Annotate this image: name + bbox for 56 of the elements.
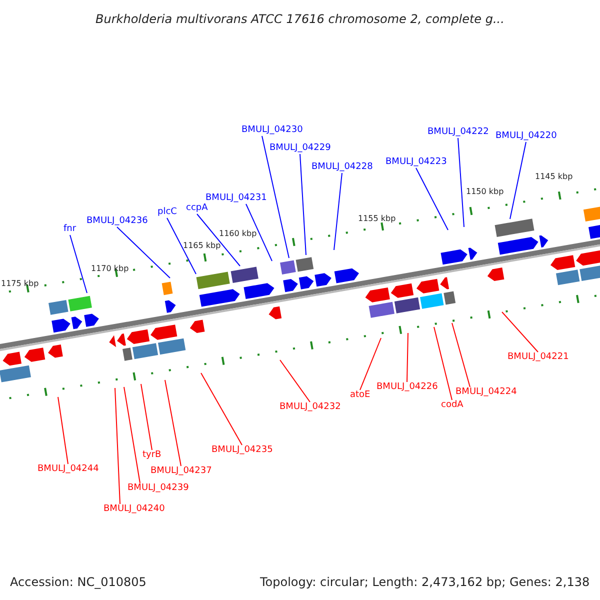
- gene-label: atoE: [350, 390, 370, 401]
- leader-line: [502, 312, 538, 352]
- gene-label: BMULJ_04231: [206, 193, 267, 204]
- axis-label: 1145 kbp: [535, 171, 573, 182]
- leader-line: [200, 372, 242, 446]
- axis-label: 1150 kbp: [466, 186, 504, 197]
- leader-line: [114, 388, 120, 504]
- leader-line: [280, 360, 310, 402]
- leader-line: [164, 380, 182, 466]
- leader-line: [458, 138, 464, 228]
- gene-label: BMULJ_04221: [508, 352, 569, 363]
- gene-label: BMULJ_04230: [242, 125, 303, 136]
- leader-line: [196, 214, 240, 266]
- axis-label: 1165 kbp: [183, 240, 221, 251]
- gene-label: fnr: [64, 224, 76, 235]
- leader-line: [166, 218, 196, 274]
- accession-text: Accession: NC_010805: [10, 575, 146, 589]
- gene-label: plcC: [158, 207, 177, 218]
- leader-line: [262, 136, 290, 258]
- leader-line: [334, 172, 342, 250]
- leader-line: [300, 154, 306, 256]
- gene-label: BMULJ_04237: [150, 466, 212, 477]
- gene-label: BMULJ_04220: [496, 131, 557, 142]
- axis-label: 1170 kbp: [91, 263, 129, 274]
- leader-line: [116, 226, 170, 278]
- gene-label: BMULJ_04236: [86, 216, 148, 227]
- axis-label: 1160 kbp: [219, 228, 257, 239]
- leader-line: [124, 386, 140, 484]
- diagram-title: Burkholderia multivorans ATCC 17616 chromosome 2, complete g...: [96, 12, 504, 26]
- gene-label: BMULJ_04222: [428, 127, 489, 138]
- leader-line: [452, 322, 470, 388]
- axis-label: 1175 kbp: [1, 278, 39, 289]
- leader-line: [58, 396, 68, 464]
- leader-line: [416, 168, 448, 230]
- gene-label: codA: [441, 400, 464, 411]
- gene-label: BMULJ_04224: [456, 387, 517, 398]
- axis-label: 1155 kbp: [358, 213, 396, 224]
- gene-label: ccpA: [186, 203, 208, 214]
- gene-label: BMULJ_04240: [104, 504, 165, 515]
- gene-label: BMULJ_04228: [312, 162, 373, 173]
- leader-line: [140, 384, 152, 450]
- leader-line: [246, 204, 272, 262]
- gene-label: BMULJ_04232: [280, 402, 341, 413]
- leader-line: [70, 234, 88, 294]
- gene-label: BMULJ_04229: [270, 143, 331, 154]
- gene-label: tyrB: [142, 450, 162, 461]
- genome-info-text: Topology: circular; Length: 2,473,162 bp; Genes: 2,138: [260, 575, 590, 589]
- gene-label: BMULJ_04244: [38, 464, 99, 475]
- leader-line: [406, 332, 408, 382]
- leader-line: [510, 142, 526, 220]
- leader-line: [434, 326, 452, 400]
- leader-line: [360, 338, 382, 390]
- gene-label: BMULJ_04223: [386, 157, 447, 168]
- gene-label: BMULJ_04235: [212, 445, 273, 456]
- gene-label: BMULJ_04226: [376, 382, 438, 393]
- gene-label: BMULJ_04239: [128, 483, 189, 494]
